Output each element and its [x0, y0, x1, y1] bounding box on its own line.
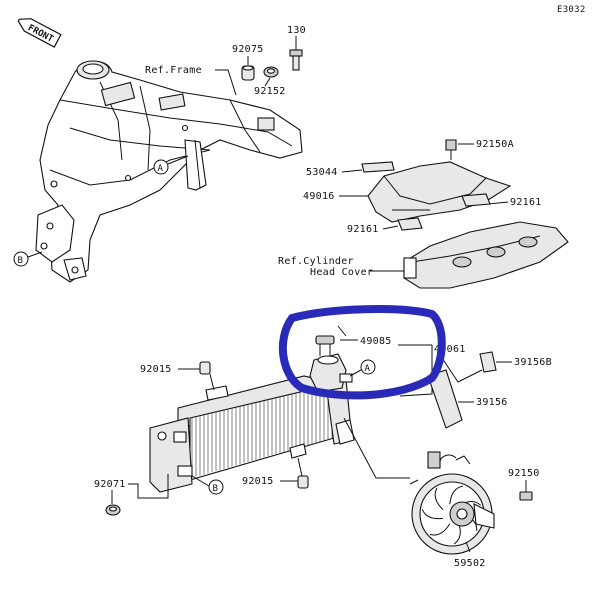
- label-92150A: 92150A: [476, 139, 514, 150]
- callout-b-radiator-text: B: [213, 484, 218, 494]
- label-92071: 92071: [94, 479, 126, 490]
- callout-b-frame: B: [13, 251, 43, 267]
- label-92152: 92152: [254, 86, 286, 97]
- pad-53044-icon: [361, 161, 395, 173]
- callout-a-frame-text: A: [158, 164, 164, 174]
- bolt-130-icon: [289, 49, 303, 71]
- fan-blade: [434, 487, 444, 511]
- ref-cylinder-head-label-2: Head Cover: [310, 267, 373, 278]
- callout-a-frame: A: [153, 155, 189, 175]
- bolt-92150-icon: [519, 491, 533, 501]
- label-49061: 49061: [434, 344, 466, 355]
- callout-b-frame-text: B: [18, 256, 23, 266]
- fan-blade: [449, 485, 464, 505]
- heat-shield-49016: [367, 161, 512, 223]
- label-39156B: 39156B: [514, 357, 552, 368]
- fan-blade: [429, 523, 451, 536]
- grommet-92015-upper-icon: [199, 361, 215, 391]
- label-130: 130: [287, 25, 306, 36]
- label-49085: 49085: [360, 336, 392, 347]
- label-59502: 59502: [454, 558, 486, 569]
- figure-code: E3032: [557, 5, 586, 15]
- label-92015-lower: 92015: [242, 476, 274, 487]
- highlight-49085-circle: [278, 305, 446, 400]
- ref-frame-label: Ref.Frame: [145, 65, 202, 76]
- callout-b-radiator: B: [191, 475, 224, 495]
- frame-drawing: [35, 60, 303, 283]
- pad-92161-left-icon: [397, 217, 423, 231]
- seal-39156B: [479, 351, 497, 373]
- radiator: [149, 375, 355, 493]
- ref-cylinder-head-label-1: Ref.Cylinder: [278, 256, 354, 267]
- grommet-92075-icon: [241, 65, 255, 81]
- label-53044: 53044: [306, 167, 338, 178]
- callout-a-radiator-text: A: [365, 364, 371, 374]
- grommet-92071-icon: [105, 504, 121, 516]
- label-92161-right: 92161: [510, 197, 542, 208]
- label-92161-left: 92161: [347, 224, 379, 235]
- grommet-92015-lower-icon: [297, 457, 309, 489]
- cylinder-head-cover: [403, 221, 569, 289]
- label-49016: 49016: [303, 191, 335, 202]
- collar-92152-icon: [263, 66, 279, 78]
- label-92150: 92150: [508, 468, 540, 479]
- cooling-fan-59502: [409, 451, 495, 555]
- radiator-fins: [191, 385, 333, 478]
- clip-92150A-icon: [445, 139, 457, 160]
- label-39156: 39156: [476, 397, 508, 408]
- front-arrow-badge: FRONT: [17, 18, 62, 48]
- reservoir-neck: [309, 335, 353, 393]
- label-92015-upper: 92015: [140, 364, 172, 375]
- label-92075: 92075: [232, 44, 264, 55]
- pad-92161-right-icon: [461, 193, 491, 207]
- fan-blade: [421, 509, 444, 520]
- callout-a-radiator: A: [349, 359, 376, 377]
